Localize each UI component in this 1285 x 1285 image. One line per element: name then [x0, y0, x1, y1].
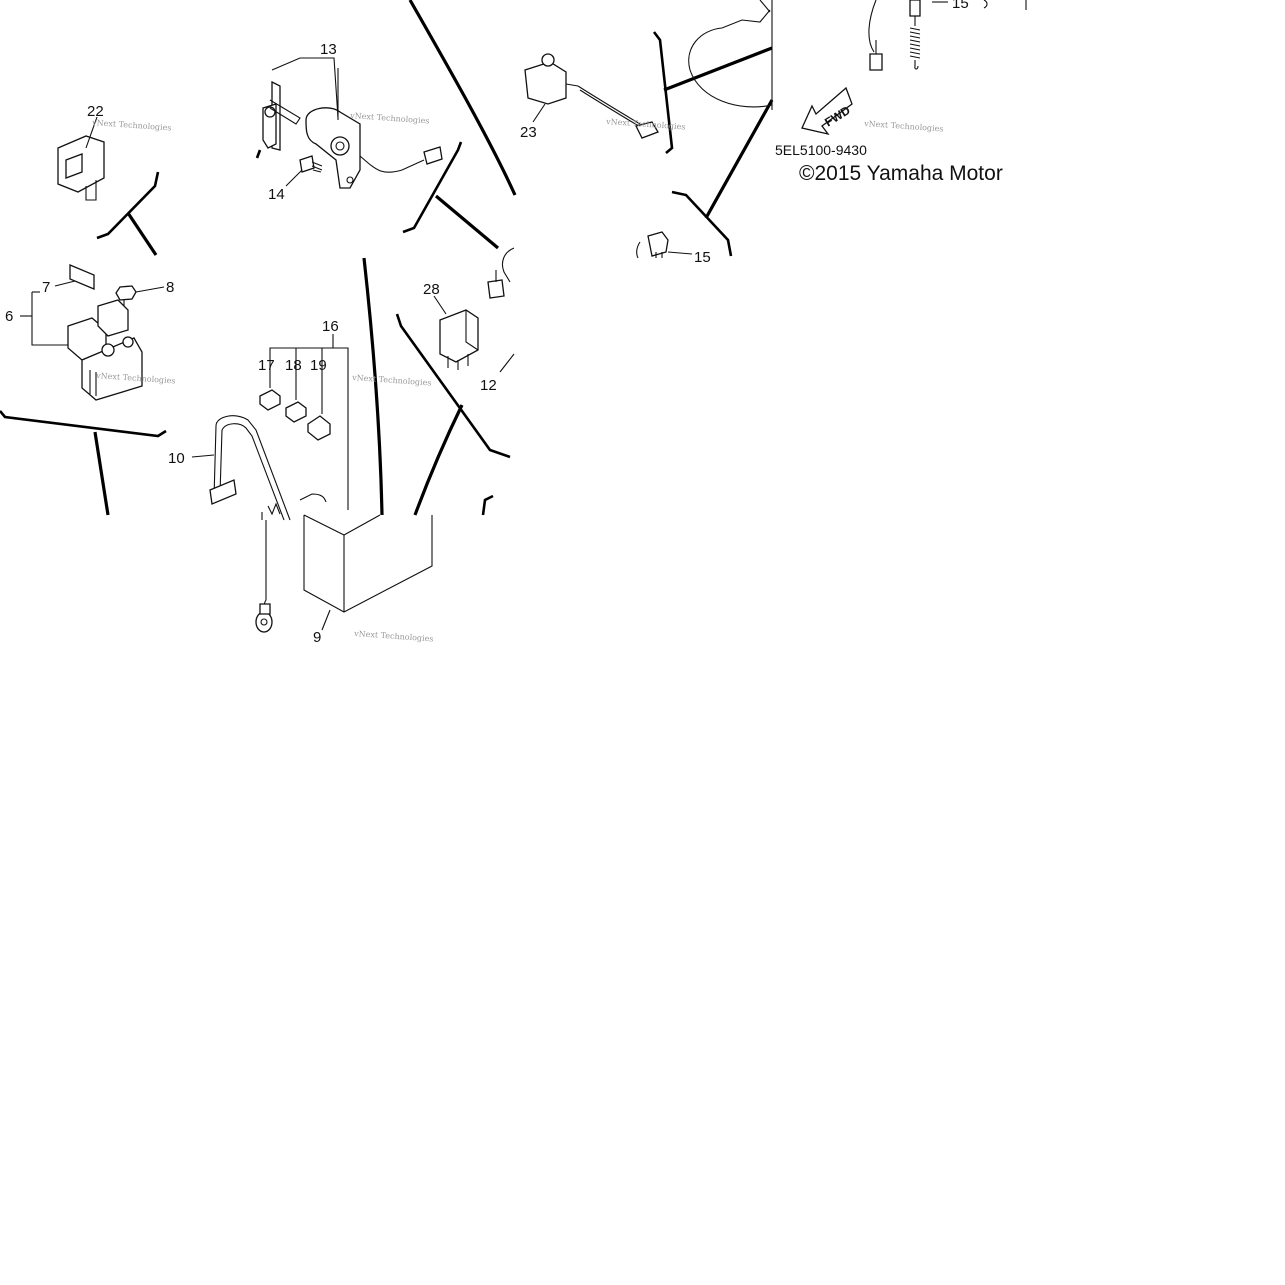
callout-15-mid: 15: [694, 249, 711, 266]
callout-22: 22: [87, 103, 104, 120]
part-23-sensor: [524, 53, 659, 139]
diagram-code: 5EL5100-9430: [775, 142, 867, 158]
watermarks: vNext Technologies vNext Technologies vN…: [91, 111, 944, 644]
part-28-unit: [433, 295, 515, 373]
part-14-bolt: [285, 155, 323, 187]
part-16-fuse-set: [259, 334, 349, 510]
callout-12: 12: [480, 377, 497, 394]
part-9-battery: [255, 493, 433, 633]
callout-14: 14: [268, 186, 285, 203]
connector: [487, 247, 515, 299]
watermark: vNext Technologies: [91, 118, 172, 133]
separator-lines: [93, 0, 774, 516]
round-cover-part: [688, 0, 773, 110]
callout-16: 16: [322, 318, 339, 335]
callout-6: 6: [5, 308, 13, 325]
watermark: vNext Technologies: [351, 373, 432, 388]
callout-10: 10: [168, 450, 185, 467]
callout-15-top: 15: [952, 0, 969, 12]
part-13-main-switch: [262, 57, 443, 189]
callout-17: 17: [258, 357, 275, 374]
fwd-arrow-icon: FWD: [801, 86, 853, 136]
callout-28: 28: [423, 281, 440, 298]
part-15-plug-spring: [868, 0, 1027, 71]
part-6-starter-relay: [20, 264, 165, 401]
part-22-relay: [57, 116, 105, 201]
callout-7: 7: [42, 279, 50, 296]
part-10-battery-band: [191, 415, 291, 521]
watermark: vNext Technologies: [353, 629, 434, 644]
callout-labels: 22 13 14 23 15 15 7 8 6 28 16 17 18 19 1…: [5, 0, 969, 646]
callout-23: 23: [520, 124, 537, 141]
watermark: vNext Technologies: [863, 119, 944, 134]
callout-19: 19: [310, 357, 327, 374]
region-brackets: [0, 31, 733, 516]
callout-18: 18: [285, 357, 302, 374]
watermark: vNext Technologies: [349, 111, 430, 126]
callout-8: 8: [166, 279, 174, 296]
part-15-cap: [636, 231, 693, 259]
callout-9: 9: [313, 629, 321, 646]
copyright-text: ©2015 Yamaha Motor: [799, 162, 1003, 185]
callout-13: 13: [320, 41, 337, 58]
